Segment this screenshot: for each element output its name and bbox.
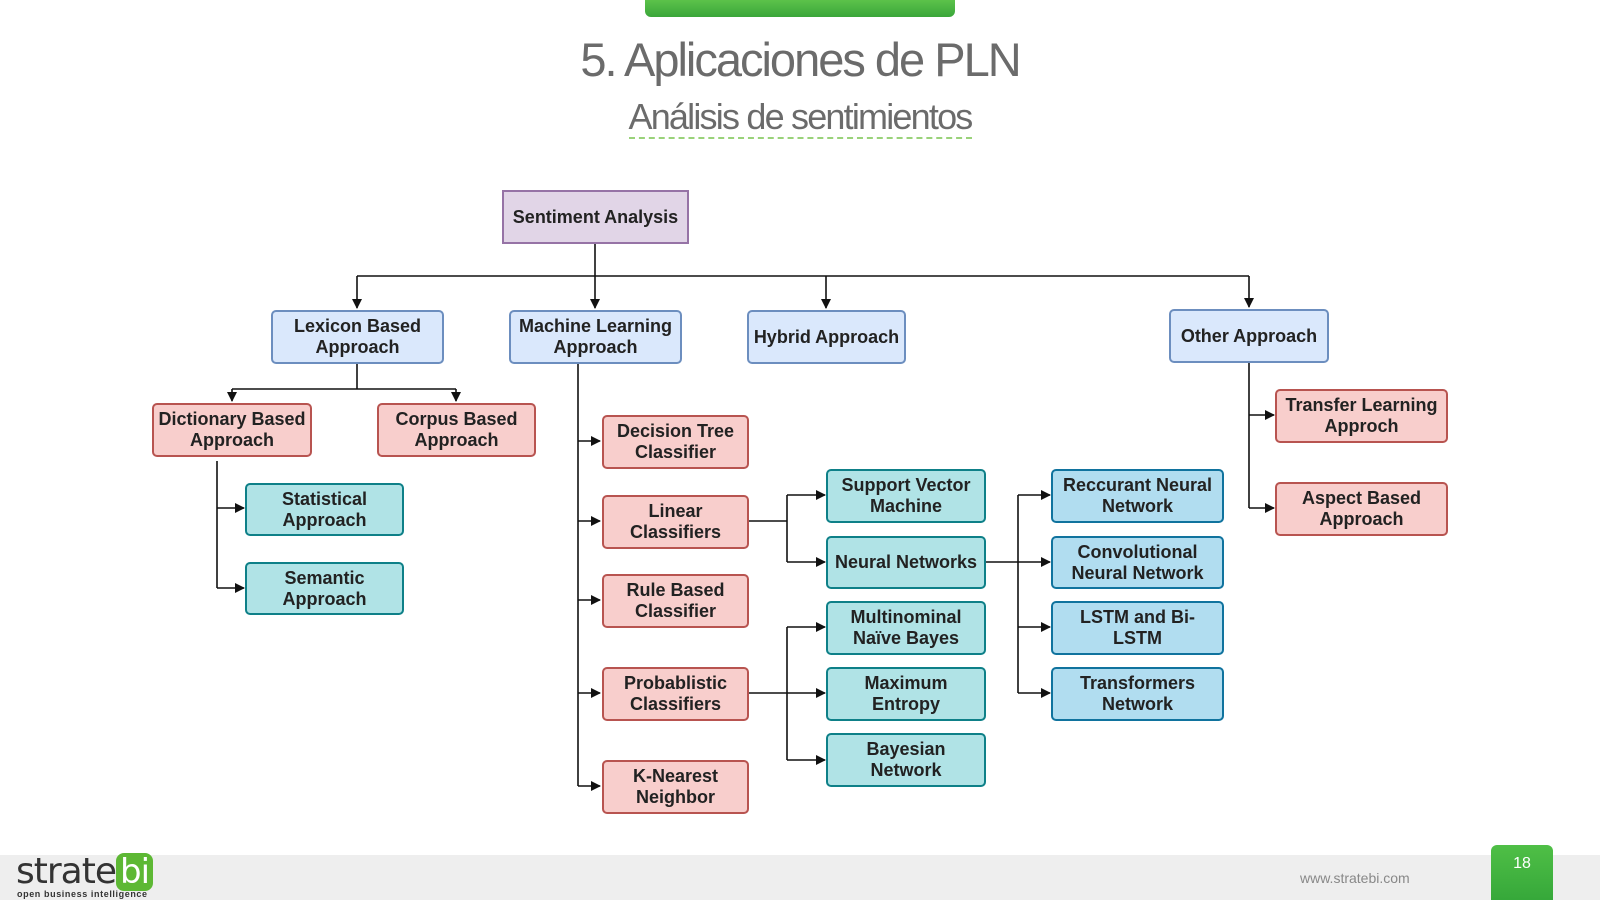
node-k-nearest-neighbor: K-Nearest Neighbor [602,760,749,814]
node-decision-tree-classifier: Decision Tree Classifier [602,415,749,469]
node-reccurant-neural-network: Reccurant Neural Network [1051,469,1224,523]
node-probablistic-classifiers: Probablistic Classifiers [602,667,749,721]
top-accent-bar [645,0,955,17]
node-other-approach: Other Approach [1169,309,1329,363]
slide-title: 5. Aplicaciones de PLN [580,33,1021,86]
node-bayesian-network: Bayesian Network [826,733,986,787]
node-hybrid-approach: Hybrid Approach [747,310,906,364]
node-semantic-approach: Semantic Approach [245,562,404,615]
node-transformers-network: Transformers Network [1051,667,1224,721]
node-lstm-and-bi-lstm: LSTM and Bi-LSTM [1051,601,1224,655]
node-support-vector-machine: Support Vector Machine [826,469,986,523]
node-neural-networks: Neural Networks [826,536,986,589]
node-transfer-learning-approach: Transfer Learning Approch [1275,389,1448,443]
logo-tagline: open business intelligence [17,889,148,899]
node-machine-learning-approach: Machine Learning Approach [509,310,682,364]
node-lexicon-based-approach: Lexicon Based Approach [271,310,444,364]
node-rule-based-classifier: Rule Based Classifier [602,574,749,628]
slide-subtitle: Análisis de sentimientos [628,96,973,139]
node-aspect-based-approach: Aspect Based Approach [1275,482,1448,536]
logo-accent: bi [116,853,154,891]
node-dictionary-based-approach: Dictionary Based Approach [152,403,312,457]
node-convolutional-neural-network: Convolutional Neural Network [1051,536,1224,589]
footer-bar [0,855,1600,900]
node-sentiment-analysis: Sentiment Analysis [502,190,689,244]
website-link[interactable]: www.stratebi.com [1300,870,1410,886]
node-statistical-approach: Statistical Approach [245,483,404,536]
node-corpus-based-approach: Corpus Based Approach [377,403,536,457]
node-multinominal-naive-bayes: Multinominal Naïve Bayes [826,601,986,655]
page-number: 18 [1491,845,1553,900]
node-maximum-entropy: Maximum Entropy [826,667,986,721]
logo-text: strate [16,851,117,892]
node-linear-classifiers: Linear Classifiers [602,495,749,549]
